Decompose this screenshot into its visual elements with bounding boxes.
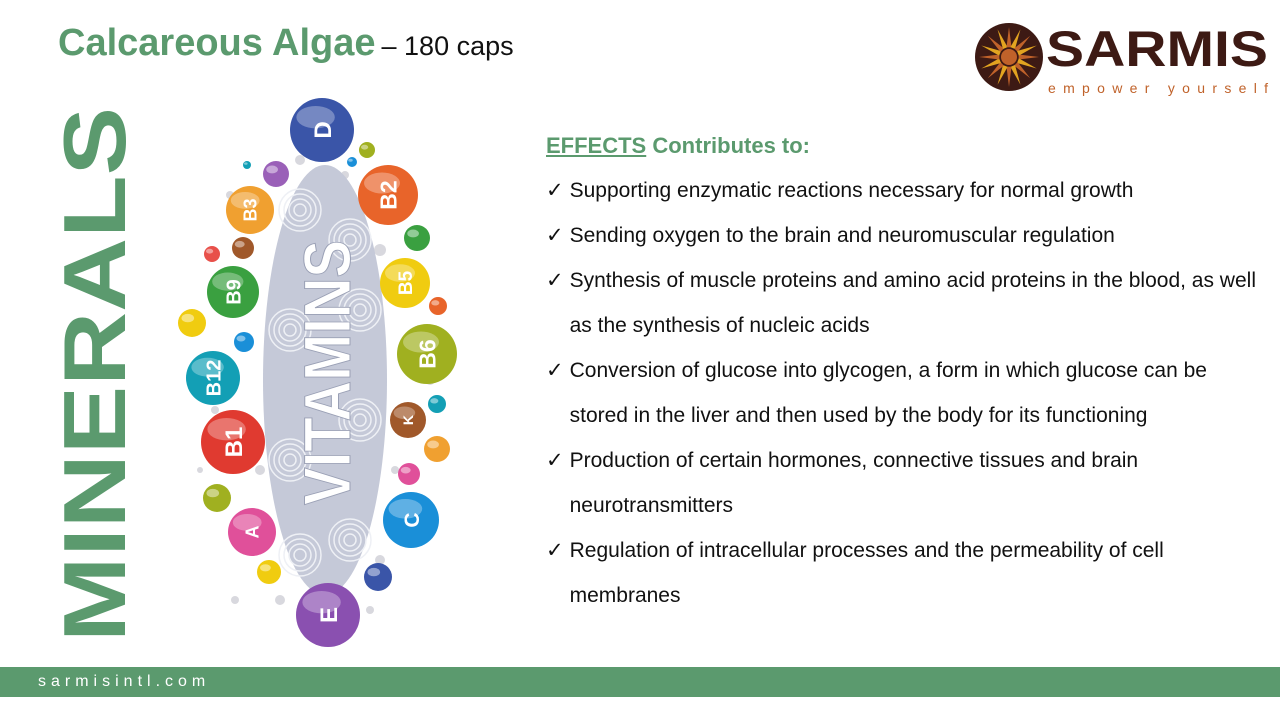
vitamin-label: E [316,607,343,623]
vitamins-label: VITAMINS [290,240,364,505]
effects-heading-label: EFFECTS [546,133,647,158]
effect-text: Conversion of glucose into glycogen, a f… [569,359,1207,427]
effect-item: ✓Regulation of intracellular processes a… [546,528,1266,618]
decorative-bubble [359,142,375,158]
vitamin-bubble [207,266,259,318]
product-name: Calcareous Algae [58,22,376,64]
vitamin-label: B3 [241,198,261,221]
vitamin-label: C [401,512,424,527]
vitamin-bubble [296,583,360,647]
effect-text: Production of certain hormones, connecti… [569,449,1139,517]
vitamin-label: B6 [414,339,440,368]
checkmark-icon: ✓ [546,269,564,292]
checkmark-icon: ✓ [546,179,564,202]
decorative-bubble [398,463,420,485]
vitamin-label: A [243,526,263,539]
vitamins-backdrop [263,165,387,595]
effect-text: Supporting enzymatic reactions necessary… [569,179,1134,202]
footer-bar: sarmisintl.com [0,667,1280,697]
effects-list: ✓Supporting enzymatic reactions necessar… [546,168,1266,618]
vitamin-bubble [358,165,418,225]
minerals-label: MINERALS [45,107,144,642]
effect-item: ✓Production of certain hormones, connect… [546,438,1266,528]
vitamin-bubble [290,98,354,162]
vitamin-bubble [201,410,265,474]
vitamin-bubble [226,186,274,234]
vitamin-label: B9 [223,279,245,305]
decorative-bubble [347,157,357,167]
checkmark-icon: ✓ [546,359,564,382]
effects-heading: EFFECTS Contributes to: [546,128,1266,164]
effect-item: ✓Sending oxygen to the brain and neuromu… [546,213,1266,258]
decorative-bubble [234,332,254,352]
vitamin-bubble [397,324,457,384]
decorative-bubble [257,560,281,584]
page-title: Calcareous Algae– 180 caps [58,22,514,65]
vitamin-bubble [390,402,426,438]
vitamin-bubble [186,351,240,405]
effect-item: ✓Conversion of glucose into glycogen, a … [546,348,1266,438]
footer-url: sarmisintl.com [38,673,211,690]
sarmis-logo: SARMIS empower yourself [975,21,1268,96]
decorative-bubble [203,484,231,512]
vitamin-label: B5 [396,270,417,295]
vitamin-label: B2 [375,180,401,209]
decorative-bubble [404,225,430,251]
logo-brand: SARMIS [1046,21,1268,77]
decorative-bubble [204,246,220,262]
vitamin-label: K [400,415,416,425]
decorative-bubble [364,563,392,591]
effect-text: Synthesis of muscle proteins and amino a… [569,269,1256,337]
effect-item: ✓Synthesis of muscle proteins and amino … [546,258,1266,348]
effects-section: EFFECTS Contributes to: ✓Supporting enzy… [546,128,1266,618]
decorative-bubble [178,309,206,337]
effect-item: ✓Supporting enzymatic reactions necessar… [546,168,1266,213]
decorative-bubble [424,436,450,462]
decorative-bubble [243,161,251,169]
vitamin-label: B12 [204,360,226,397]
vitamin-label: B1 [221,427,248,458]
vitamin-bubble [228,508,276,556]
checkmark-icon: ✓ [546,449,564,472]
vitamin-label: D [310,121,337,138]
effects-heading-rest: Contributes to: [652,133,811,158]
vitamin-bubble [383,492,439,548]
logo-tagline: empower yourself [1048,80,1268,96]
effect-text: Regulation of intracellular processes an… [569,539,1164,607]
checkmark-icon: ✓ [546,539,564,562]
decorative-bubble [263,161,289,187]
decorative-bubble [428,395,446,413]
decorative-bubble [429,297,447,315]
product-quantity: – 180 caps [381,31,514,61]
effect-text: Sending oxygen to the brain and neuromus… [569,224,1115,247]
vitamin-bubble [380,258,430,308]
checkmark-icon: ✓ [546,224,564,247]
decorative-bubble [232,237,254,259]
